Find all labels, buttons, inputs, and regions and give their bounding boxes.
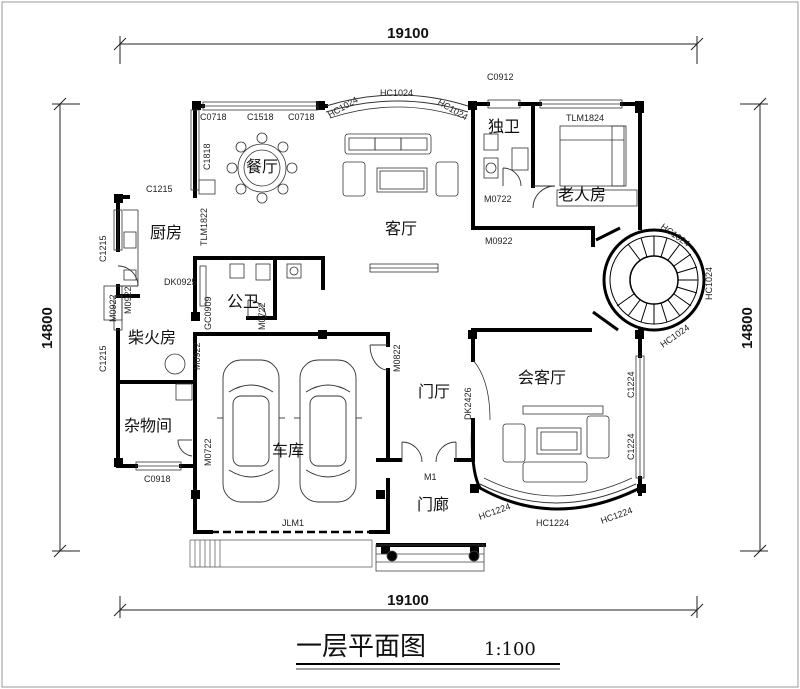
code-c1215-c: C1215 [98, 345, 108, 372]
drawing-title: 一层平面图 [296, 632, 426, 662]
code-c0718-a: C0718 [200, 112, 227, 122]
label-foyer: 门厅 [418, 382, 450, 401]
reception-bay-window [470, 419, 641, 511]
walls [116, 102, 642, 547]
code-hc1024-d: HC1024 [659, 221, 692, 248]
code-gc0909: GC0909 [203, 296, 213, 330]
dim-right: 14800 [739, 307, 756, 349]
code-hc1024-b: HC1024 [380, 88, 413, 98]
label-bath-private: 独卫 [488, 117, 520, 136]
code-c0918: C0918 [144, 474, 171, 484]
code-hc1024-a: HC1024 [326, 95, 360, 120]
code-hc1224-c: HC1224 [599, 505, 633, 526]
windows [113, 99, 645, 534]
code-c1818: C1818 [202, 143, 212, 170]
dim-left: 14800 [39, 307, 56, 349]
code-m0922-b: M0922 [123, 286, 133, 314]
columns [114, 101, 646, 554]
label-garage: 车库 [272, 441, 304, 460]
code-hc1224-b: HC1224 [536, 518, 569, 528]
code-m1: M1 [424, 472, 437, 482]
furniture [103, 125, 638, 483]
code-m0922: M0922 [485, 236, 513, 246]
code-m0722-c: M0722 [203, 438, 213, 466]
code-c1215-a: C1215 [146, 184, 173, 194]
label-elder-room: 老人房 [558, 185, 606, 204]
code-tlm1822: TLM1822 [199, 208, 209, 246]
label-public-bath: 公卫 [227, 292, 259, 311]
drawing-scale: 1:100 [484, 639, 536, 660]
code-m0822: M0822 [392, 344, 402, 372]
code-m0922-c: M0922 [108, 294, 118, 322]
code-hc1024-c: HC1024 [436, 97, 470, 122]
spiral-stair [592, 226, 706, 332]
doors [117, 167, 556, 463]
car-right [294, 359, 362, 503]
code-m0922-d: M0922 [192, 342, 202, 370]
code-c0912: C0912 [487, 72, 514, 82]
car-left [217, 359, 285, 503]
dim-top: 19100 [387, 25, 429, 42]
dimension-lines [52, 36, 768, 618]
code-c0718-b: C0718 [288, 112, 315, 122]
code-m0722-a: M0722 [484, 194, 512, 204]
code-jlm1: JLM1 [282, 518, 304, 528]
label-dining: 餐厅 [246, 157, 278, 176]
label-storage: 杂物间 [124, 416, 172, 435]
code-c1224-b: C1224 [626, 433, 636, 460]
code-tlm1824: TLM1824 [566, 113, 604, 123]
code-c1518: C1518 [247, 112, 274, 122]
label-reception: 会客厅 [518, 368, 566, 387]
label-kitchen: 厨房 [150, 223, 182, 242]
code-m0722-b: M0722 [257, 302, 267, 330]
code-dk2426: DK2426 [463, 387, 473, 420]
label-living: 客厅 [385, 219, 417, 238]
code-c1215-b: C1215 [98, 235, 108, 262]
porch-steps [375, 544, 485, 572]
code-c1224-a: C1224 [626, 371, 636, 398]
garage-ramp [189, 539, 373, 568]
code-hc1024-e: HC1024 [704, 267, 714, 300]
dim-bottom: 19100 [387, 592, 429, 609]
label-firewood: 柴火房 [128, 328, 176, 347]
label-porch: 门廊 [417, 495, 449, 514]
code-hc1224-a: HC1224 [477, 501, 511, 522]
code-dk0925: DK0925 [164, 277, 197, 287]
living-bay-window [325, 94, 469, 107]
